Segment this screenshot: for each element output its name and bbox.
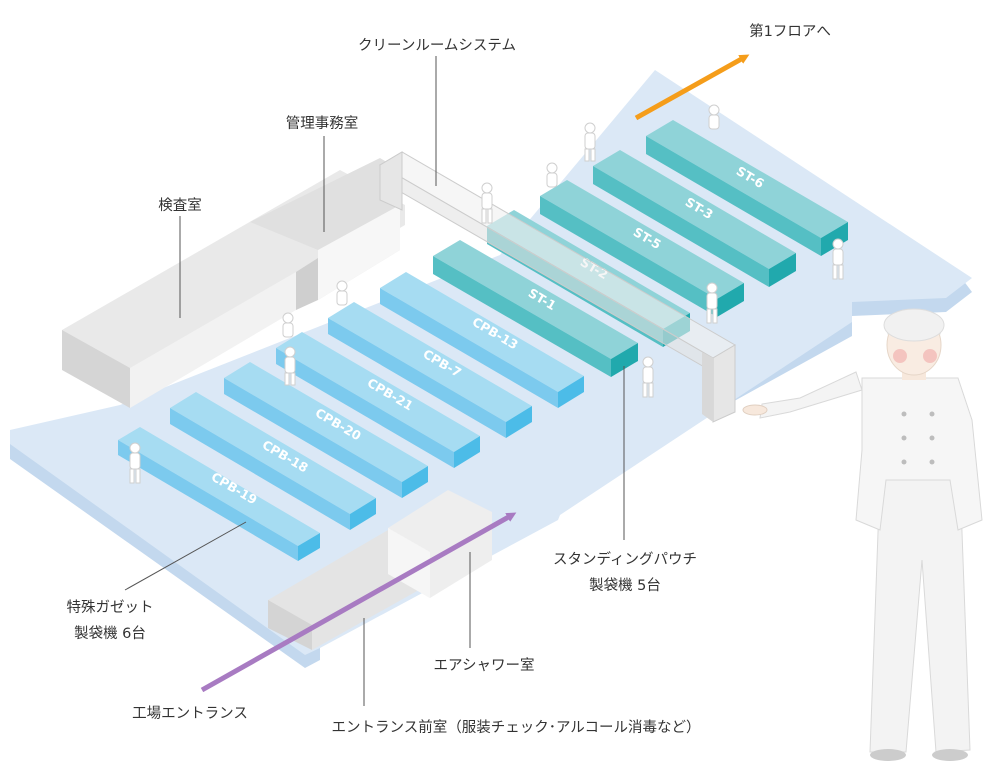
label-air-shower: エアシャワー室 <box>434 657 535 674</box>
label-special-gusset-line1: 特殊ガゼット <box>67 599 154 616</box>
machine-st-6: ST-6 <box>646 120 848 256</box>
to-first-floor-arrow <box>634 54 750 121</box>
worker-figure <box>708 104 720 130</box>
machine-st-5: ST-5 <box>540 180 744 317</box>
label-factory-entrance: 工場エントランス <box>132 705 248 722</box>
worker-figure <box>336 280 348 306</box>
label-management-office: 管理事務室 <box>286 115 359 132</box>
label-inspection-room: 検査室 <box>158 197 202 214</box>
worker-figure <box>481 182 493 224</box>
label-to-first-floor: 第1フロアへ <box>749 22 831 40</box>
machine-st-1: ST-1 <box>433 240 638 377</box>
cleanroom-system-structure <box>379 151 736 423</box>
cpb-machines: CPB-19 CPB-18 CPB-20 CPB-21 CPB-7 <box>118 272 584 561</box>
guide-person-illustration <box>742 308 983 761</box>
label-special-gusset-line2: 製袋機 6台 <box>74 625 146 642</box>
worker-figure <box>706 282 718 324</box>
workers <box>129 104 844 484</box>
inspection-room-block <box>62 158 405 408</box>
labels: クリーンルームシステム 第1フロアへ 管理事務室 検査室 スタンディングパウチ … <box>67 22 831 736</box>
label-entrance-anteroom: エントランス前室（服装チェック･アルコール消毒など） <box>331 719 700 736</box>
label-cleanroom-system: クリーンルームシステム <box>358 37 516 54</box>
worker-figure <box>584 122 596 162</box>
worker-figure <box>832 238 844 280</box>
label-standing-pouch-line1: スタンディングパウチ <box>553 550 697 568</box>
machine-cpb-7: CPB-7 <box>328 302 532 438</box>
label-standing-pouch-line2: 製袋機 5台 <box>589 577 661 594</box>
worker-figure <box>642 356 654 398</box>
leader-lines <box>124 56 625 706</box>
worker-figure <box>282 312 294 338</box>
worker-figure <box>284 346 296 386</box>
worker-figure <box>129 442 141 484</box>
worker-figure <box>546 162 558 188</box>
factory-entrance-arrow <box>200 512 517 693</box>
